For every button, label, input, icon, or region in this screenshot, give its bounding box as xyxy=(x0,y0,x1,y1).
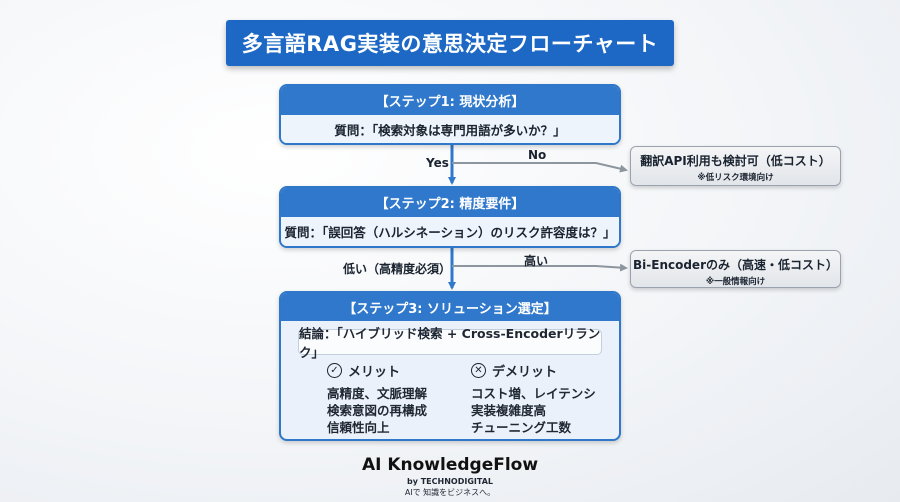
step2-box: 【ステップ2: 精度要件】 質問：「誤回答（ハルシネーション）のリスク許容度は？… xyxy=(279,186,621,248)
step2-low-label: 低い（高精度必須） xyxy=(343,262,452,276)
demerit-title: デメリット xyxy=(492,365,558,380)
step2-side-main: Bi-Encoderのみ（高速・低コスト） xyxy=(633,258,838,272)
demerit-item: 実装複雑度高 xyxy=(471,403,547,418)
x-circle-icon: ✕ xyxy=(471,363,486,378)
step1-yes-label: Yes xyxy=(426,156,449,170)
step1-side-main: 翻訳API利用も検討可（低コスト） xyxy=(640,154,831,168)
step1-header: 【ステップ1: 現状分析】 xyxy=(281,86,619,115)
arrow-step1-no xyxy=(452,162,628,173)
step1-box: 【ステップ1: 現状分析】 質問：「検索対象は専門用語が多いか？」 xyxy=(279,84,621,145)
brand-tagline: AIで 知識をビジネスへ。 xyxy=(404,488,496,497)
check-circle-icon: ✓ xyxy=(327,363,342,378)
step2-header: 【ステップ2: 精度要件】 xyxy=(281,188,619,217)
brand-by: by TECHNODIGITAL xyxy=(407,477,493,486)
step2-question: 質問：「誤回答（ハルシネーション）のリスク許容度は？」 xyxy=(281,217,619,246)
step3-conclusion: 結論：「ハイブリッド検索 + Cross-Encoderリランク」 xyxy=(298,326,602,360)
step2-side-box: Bi-Encoderのみ（高速・低コスト） ※一般情報向け xyxy=(630,250,841,288)
step2-side-note: ※一般情報向け xyxy=(705,277,766,287)
step3-box: 【ステップ3: ソリューション選定】 結論：「ハイブリッド検索 + Cross-… xyxy=(279,291,621,441)
demerit-column: ✕ デメリット コスト増、レイテンシ 実装複雑度高 チューニング工数 xyxy=(471,361,611,436)
step2-high-label: 高い xyxy=(524,254,549,268)
step1-question: 質問：「検索対象は専門用語が多いか？」 xyxy=(281,115,619,143)
demerit-item: チューニング工数 xyxy=(471,420,572,435)
merit-item: 高精度、文脈理解 xyxy=(327,386,428,401)
page-title: 多言語RAG実装の意思決定フローチャート xyxy=(226,20,674,66)
demerit-item: コスト増、レイテンシ xyxy=(471,386,596,401)
brand-name: AI KnowledgeFlow xyxy=(361,455,539,475)
step1-no-label: No xyxy=(528,148,547,162)
step3-header: 【ステップ3: ソリューション選定】 xyxy=(281,293,619,321)
step1-side-note: ※低リスク環境向け xyxy=(697,173,774,183)
arrow-step2-high xyxy=(452,263,628,272)
step1-side-box: 翻訳API利用も検討可（低コスト） ※低リスク環境向け xyxy=(630,146,841,186)
brand-block: AI KnowledgeFlow by TECHNODIGITAL AIで 知識… xyxy=(330,455,570,498)
merit-item: 検索意図の再構成 xyxy=(327,403,428,418)
merit-title: メリット xyxy=(348,365,401,380)
merit-column: ✓ メリット 高精度、文脈理解 検索意図の再構成 信頼性向上 xyxy=(327,361,457,436)
merit-item: 信頼性向上 xyxy=(327,420,390,435)
